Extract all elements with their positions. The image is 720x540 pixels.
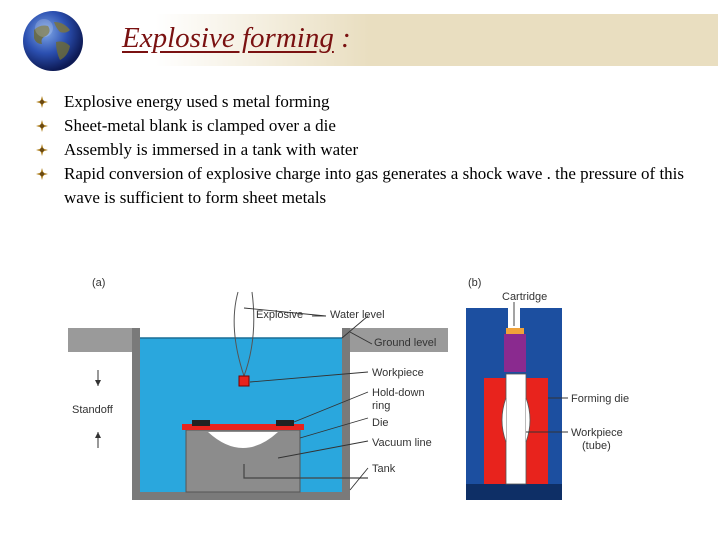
- workpiece-tube: [505, 373, 527, 485]
- label-standoff: Standoff: [72, 404, 114, 416]
- bullet-icon: [36, 120, 48, 132]
- label-hold-down: Hold-down: [372, 387, 425, 399]
- label-vacuum-line: Vacuum line: [372, 437, 432, 449]
- bullet-item: Assembly is immersed in a tank with wate…: [36, 138, 696, 162]
- die-cavity: [208, 432, 278, 448]
- explosive-charge: [238, 375, 250, 387]
- tank-wall-left: [132, 328, 140, 500]
- panel-b-leader-lines: [513, 302, 568, 433]
- explosive-wire: [243, 291, 255, 377]
- panel-b-tag: (b): [468, 277, 481, 289]
- header-fade: [40, 14, 370, 66]
- bullet-item: Rapid conversion of explosive charge int…: [36, 162, 696, 210]
- forming-die-left: [484, 378, 506, 484]
- bullet-icon: [36, 168, 48, 180]
- globe-icon: [23, 11, 83, 71]
- label-cartridge: Cartridge: [502, 291, 547, 303]
- panel-a: (a) Standoff: [68, 277, 448, 500]
- label-workpiece-b: Workpiece: [571, 427, 623, 439]
- bullet-item: Sheet-metal blank is clamped over a die: [36, 114, 696, 138]
- page-title: Explosive forming :: [122, 22, 351, 55]
- label-forming-die: Forming die: [571, 393, 629, 405]
- bullet-text: Assembly is immersed in a tank with wate…: [64, 140, 359, 159]
- label-tube: (tube): [582, 440, 611, 452]
- title-text: Explosive forming: [122, 22, 334, 54]
- explosive-forming-diagram: (a) Standoff: [68, 277, 629, 500]
- workpiece-sheet: [182, 424, 304, 430]
- label-explosive: Explosive: [256, 309, 303, 321]
- forming-die-right: [526, 378, 548, 484]
- tube-bulge-left: [501, 397, 507, 443]
- panel-a-tag: (a): [92, 277, 105, 289]
- bullet-text: Explosive energy used s metal forming: [64, 92, 330, 111]
- standoff-arrowhead-bottom: [95, 432, 101, 438]
- label-ground-level: Ground level: [374, 337, 436, 349]
- cartridge-cap: [506, 328, 524, 334]
- hold-down-ring-right: [276, 420, 294, 426]
- title-colon: :: [341, 22, 351, 54]
- label-water-level: Water level: [330, 309, 385, 321]
- tube-bulge-right: [525, 397, 531, 443]
- ground-left: [68, 328, 132, 352]
- bullet-icon: [36, 144, 48, 156]
- bullet-text: Sheet-metal blank is clamped over a die: [64, 116, 336, 135]
- explosive-wire: [233, 291, 245, 377]
- vacuum-line: [243, 464, 368, 479]
- label-ring: ring: [372, 400, 390, 412]
- bullet-item: Explosive energy used s metal forming: [36, 90, 696, 114]
- ground-right: [350, 328, 448, 352]
- label-workpiece: Workpiece: [372, 367, 424, 379]
- container-base: [466, 484, 562, 500]
- panel-b: (b) Cartridge Forming die Workpiece (tub…: [466, 277, 629, 500]
- slide-header: Explosive forming :: [0, 0, 720, 74]
- bullet-text: Rapid conversion of explosive charge int…: [64, 164, 685, 207]
- label-tank: Tank: [372, 463, 396, 475]
- cartridge: [504, 334, 526, 372]
- bullet-icon: [36, 96, 48, 108]
- tank-wall-right: [342, 328, 350, 500]
- bullet-list: Explosive energy used s metal forming Sh…: [36, 90, 696, 210]
- leader-lines: [243, 307, 373, 491]
- hold-down-ring-left: [192, 420, 210, 426]
- label-die: Die: [372, 417, 389, 429]
- standoff-arrowhead-top: [95, 380, 101, 386]
- tank-floor: [132, 492, 350, 500]
